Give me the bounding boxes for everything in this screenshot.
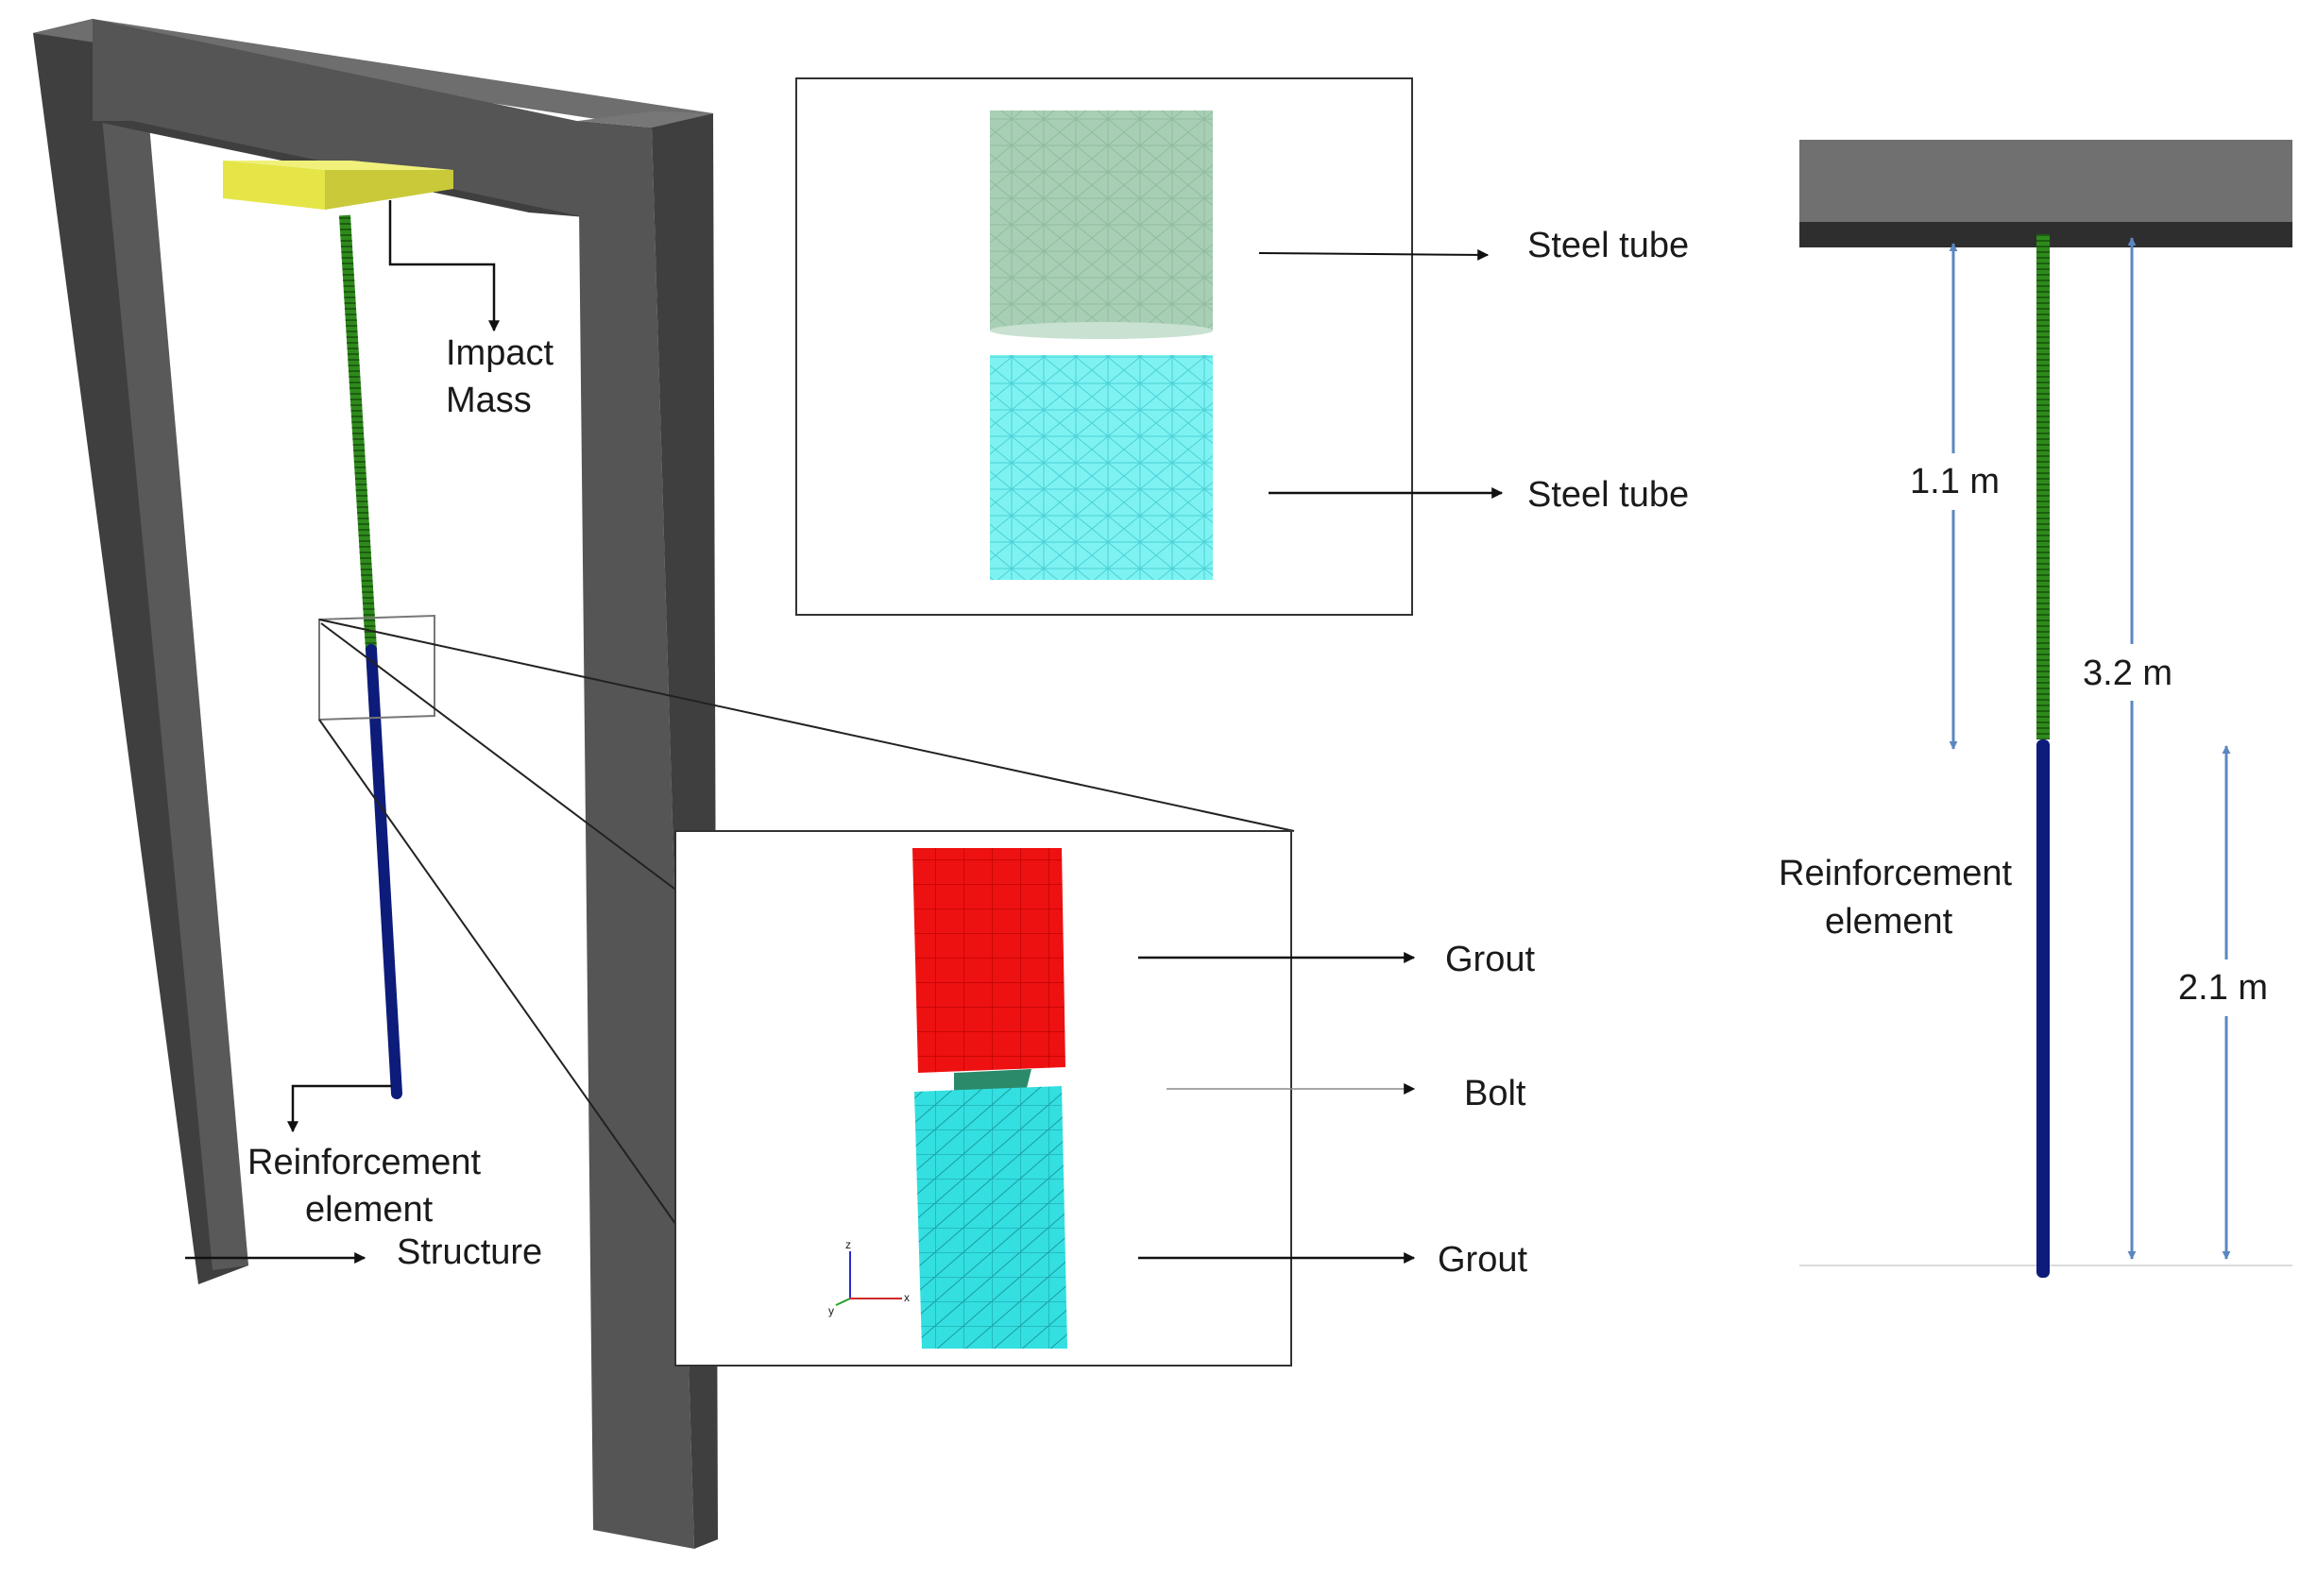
- impact-mass-label-line1: Impact: [446, 333, 554, 373]
- zoom-line-bottom: [318, 719, 679, 1229]
- steel-tube-upper-mesh: [990, 110, 1213, 331]
- impact-mass-arrow: [388, 200, 500, 332]
- dim-label-total-bg: [2078, 644, 2191, 701]
- right-column-front: [578, 121, 694, 1549]
- elevation-rebar-blue: [2036, 739, 2050, 1278]
- elevation-reinforcement-label-line2: element: [1825, 902, 1953, 942]
- reinforcement-arrow: [287, 1084, 392, 1133]
- dim-label-upper: 1.1 m: [1910, 462, 2000, 501]
- grout-lower-grid: [914, 1086, 1067, 1349]
- grout-lower-label: Grout: [1438, 1240, 1527, 1280]
- rebar-green-texture: [339, 214, 377, 651]
- steel-tube-upper-label: Steel tube: [1527, 226, 1689, 265]
- connection-inset: z y x Grout Bolt Grout: [674, 830, 1535, 1367]
- axis-y-label: y: [828, 1304, 834, 1317]
- rebar-blue-segment: [366, 644, 402, 1099]
- steel-tube-lower-label: Steel tube: [1527, 475, 1689, 515]
- impact-mass-side: [325, 170, 453, 210]
- dim-label-total: 3.2 m: [2083, 654, 2172, 693]
- impact-mass-front: [223, 161, 325, 210]
- grout-upper-label: Grout: [1445, 940, 1535, 979]
- elevation-view: 1.1 m 3.2 m 2.1 m Reinforcement element: [1779, 140, 2292, 1278]
- dim-label-lower-bg: [2174, 959, 2288, 1016]
- right-column-top: [578, 111, 713, 127]
- elevation-rebar-green-texture: [2036, 234, 2050, 739]
- steel-tube-upper-base: [990, 322, 1213, 339]
- axis-triad: z y x: [828, 1238, 910, 1317]
- elevation-beam: [1799, 140, 2292, 229]
- impact-mass-label-line2: Mass: [446, 381, 532, 420]
- dim-label-lower: 2.1 m: [2178, 968, 2268, 1008]
- reinforcement-label-line1: Reinforcement: [247, 1143, 482, 1182]
- steel-tube-inset: Steel tube Steel tube: [795, 77, 1689, 616]
- grout-upper-grid: [912, 848, 1065, 1073]
- frame-annotations: Impact Mass Reinforcement element Struct…: [185, 200, 554, 1272]
- zoom-line-top: [318, 619, 1295, 832]
- axis-z-label: z: [845, 1238, 851, 1251]
- structure-label: Structure: [397, 1232, 542, 1272]
- top-beam-front: [93, 19, 586, 217]
- impact-mass-top: [223, 161, 453, 170]
- zoom-box: [318, 614, 435, 722]
- left-column-front: [93, 19, 248, 1270]
- bolt-label: Bolt: [1464, 1074, 1526, 1113]
- steel-tube-upper-arrow: [1258, 248, 1490, 261]
- axis-x-label: x: [904, 1291, 910, 1304]
- reinforcement-label-line2: element: [305, 1190, 434, 1230]
- dim-label-upper-bg: [1899, 453, 2012, 510]
- zoom-line-mid: [320, 622, 679, 892]
- structure-frame: [33, 19, 1295, 1549]
- elevation-reinforcement-label-line1: Reinforcement: [1779, 854, 2013, 893]
- steel-tube-lower-mesh: [990, 355, 1213, 580]
